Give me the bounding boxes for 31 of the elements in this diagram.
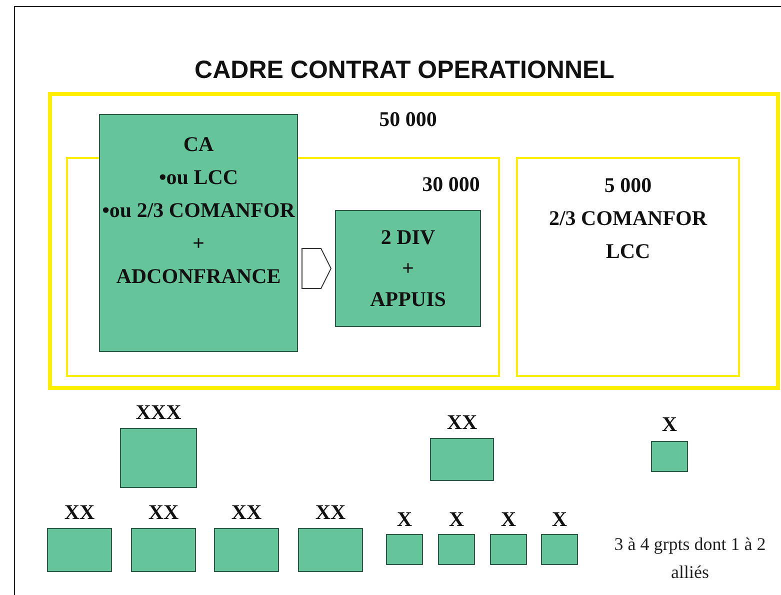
node-text: •ou 2/3 COMANFOR (101, 197, 296, 224)
diagram-title: CADRE CONTRAT OPERATIONNEL (194, 56, 616, 85)
node-text: 5 000 (603, 172, 653, 199)
echelon-label: XXX (134, 400, 182, 424)
echelon-label: X (448, 507, 466, 531)
echelon-label: X (660, 412, 678, 436)
echelon-label: X (396, 507, 414, 531)
node-text: 2/3 COMANFOR LCC (548, 205, 708, 265)
note-text: 3 à 4 grpts dont 1 à 2 alliés (613, 533, 767, 584)
echelon-label: XX (63, 500, 96, 524)
echelon-label: XX (446, 410, 478, 434)
node-text: 50 000 (378, 106, 438, 133)
unit-card (99, 114, 298, 352)
echelon-label: X (500, 507, 518, 531)
group-frame (516, 157, 740, 377)
node-text: + (401, 255, 415, 282)
unit-card (335, 210, 481, 327)
node-text: •ou LCC (158, 164, 240, 191)
group-frame (48, 92, 780, 390)
node-text: ADCONFRANCE (115, 263, 282, 290)
echelon-label: XX (147, 500, 180, 524)
node-text: 2 DIV (380, 224, 436, 251)
echelon-label: XX (230, 500, 263, 524)
chevron-arrow (302, 248, 332, 289)
echelon-label: X (550, 507, 568, 531)
node-text: + (192, 230, 206, 257)
node-text: CA (182, 131, 215, 158)
node-text: APPUIS (369, 286, 447, 313)
echelon-label: XX (314, 500, 347, 524)
group-frame (66, 157, 500, 377)
node-text: 30 000 (421, 171, 481, 198)
